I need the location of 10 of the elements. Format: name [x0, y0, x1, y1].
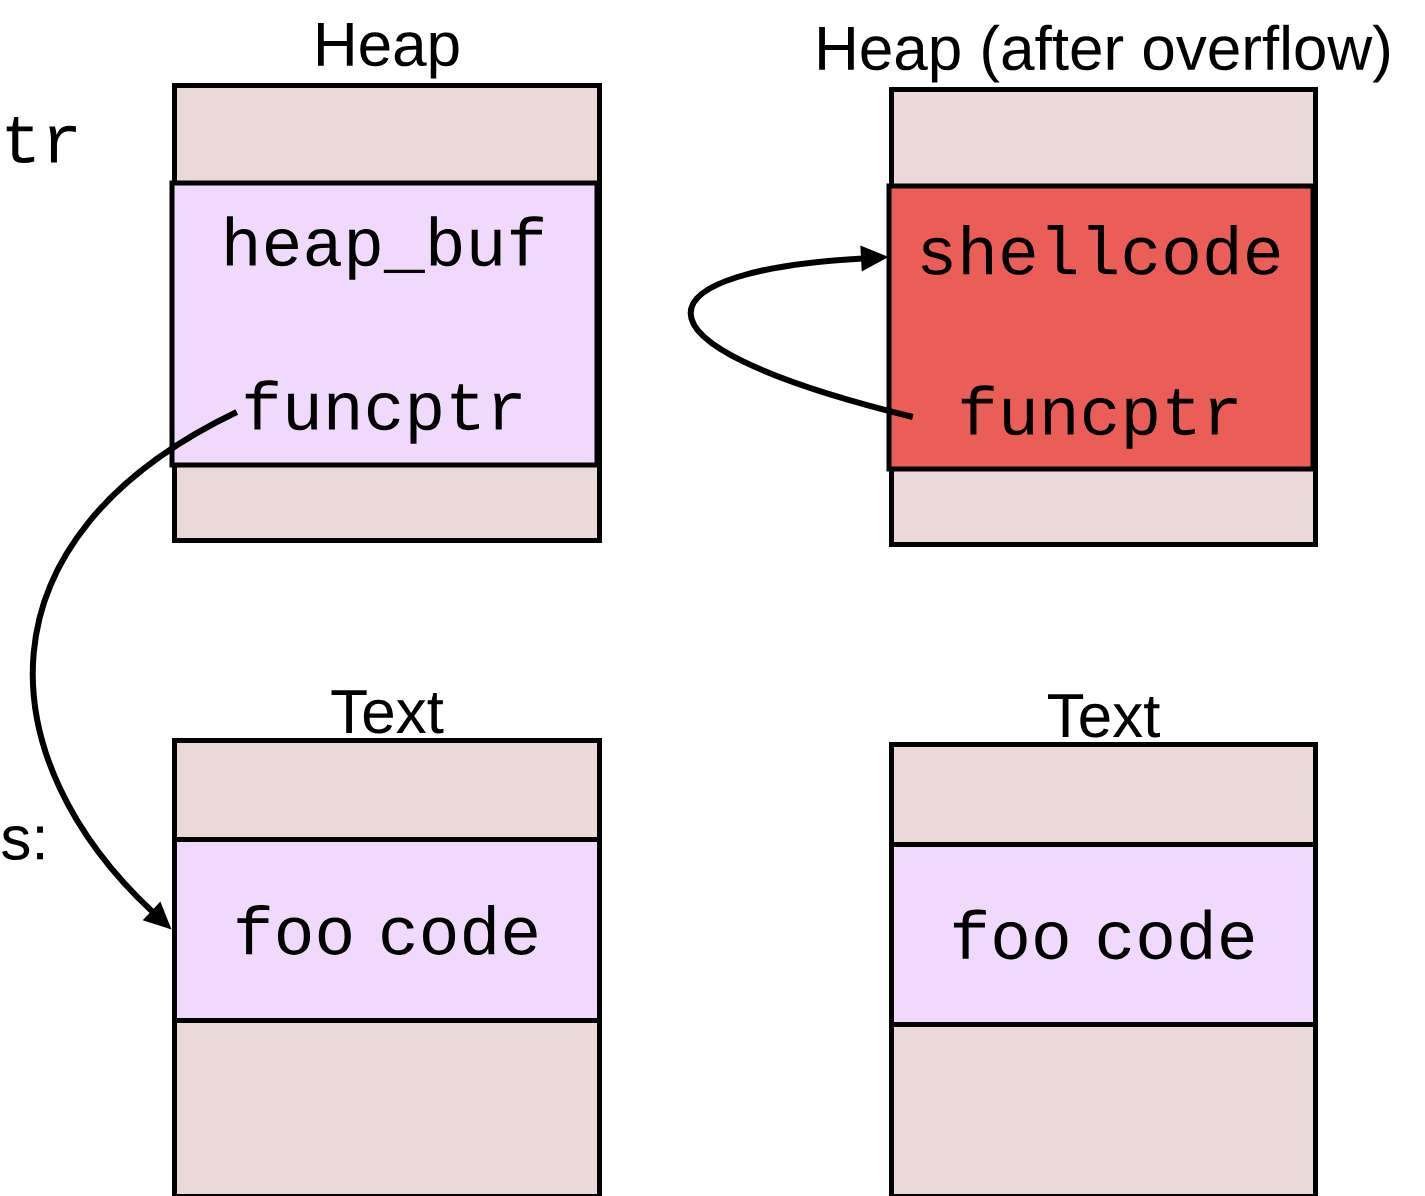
node-label: Heap	[317, 23, 459, 79]
memory-region: foo code	[172, 837, 602, 1023]
cut-off-text: s:	[2, 826, 43, 860]
node-label: Text	[1048, 694, 1160, 738]
node-label: Text	[331, 690, 444, 734]
cut-off-text: tr	[6, 117, 76, 163]
field-label: funcptr	[961, 385, 1237, 449]
node-label: Heap (after overflow)	[819, 24, 1389, 83]
field-label: funcptr	[245, 380, 521, 444]
memory-region: foo code	[889, 842, 1318, 1027]
